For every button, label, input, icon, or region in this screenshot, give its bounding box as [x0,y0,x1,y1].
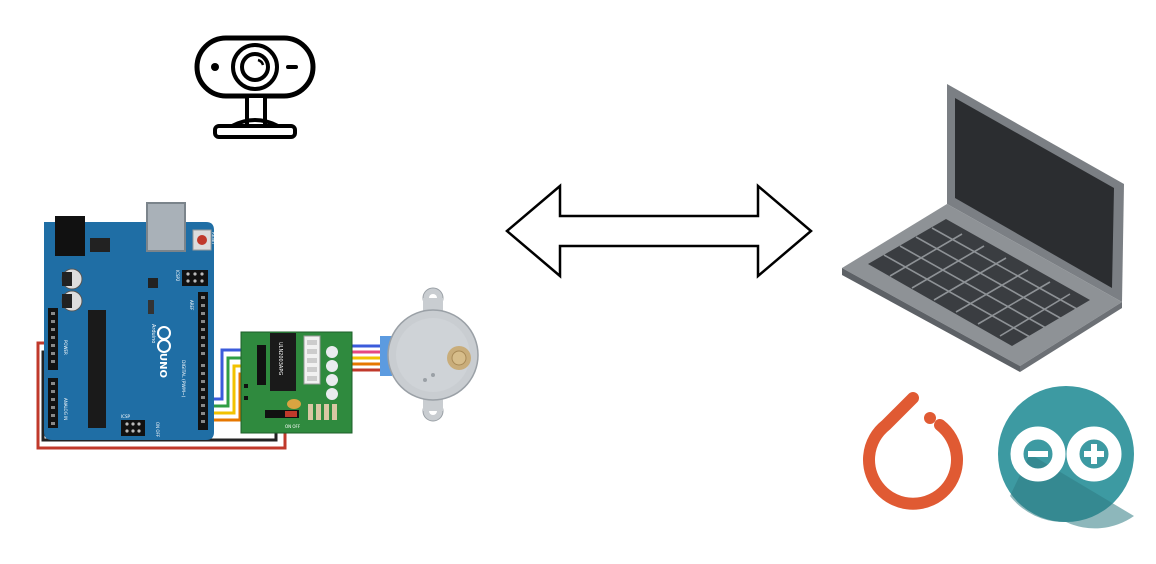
arduino-logo [998,386,1134,529]
driver-chip [270,333,296,391]
svg-text:ON OFF: ON OFF [285,424,301,429]
svg-text:ULN2003APG: ULN2003APG [277,342,283,375]
uln2003-driver-board: ULN2003APG ON OFF [240,331,353,434]
svg-text:ICSP: ICSP [121,414,131,419]
laptop-icon [842,84,1124,372]
arduino-uno-board: RESET ICSP2 AREF DIGITAL (PWM~) [44,202,216,440]
svg-text:UNO: UNO [157,353,168,378]
svg-text:AREF: AREF [189,300,194,311]
bidirectional-arrow [505,183,813,279]
stepper-motor-icon [380,287,479,422]
svg-text:DIGITAL (PWM~): DIGITAL (PWM~) [180,360,186,398]
svg-text:ANALOG IN: ANALOG IN [63,398,68,420]
pytorch-logo [863,392,963,510]
svg-text:RESET: RESET [211,232,216,245]
laptop-keyboard [868,219,1090,346]
svg-text:POWER: POWER [63,340,68,355]
webcam-icon [194,35,316,139]
usb-port [146,202,186,252]
wire-red [36,341,287,450]
svg-text:ICSP2: ICSP2 [175,270,180,282]
svg-text:Arduino: Arduino [150,324,156,343]
digital-header [198,292,208,430]
svg-text:ON OFF: ON OFF [155,422,160,438]
power-jack [55,216,85,256]
analog-header [48,378,58,428]
atmega-chip [88,310,106,428]
